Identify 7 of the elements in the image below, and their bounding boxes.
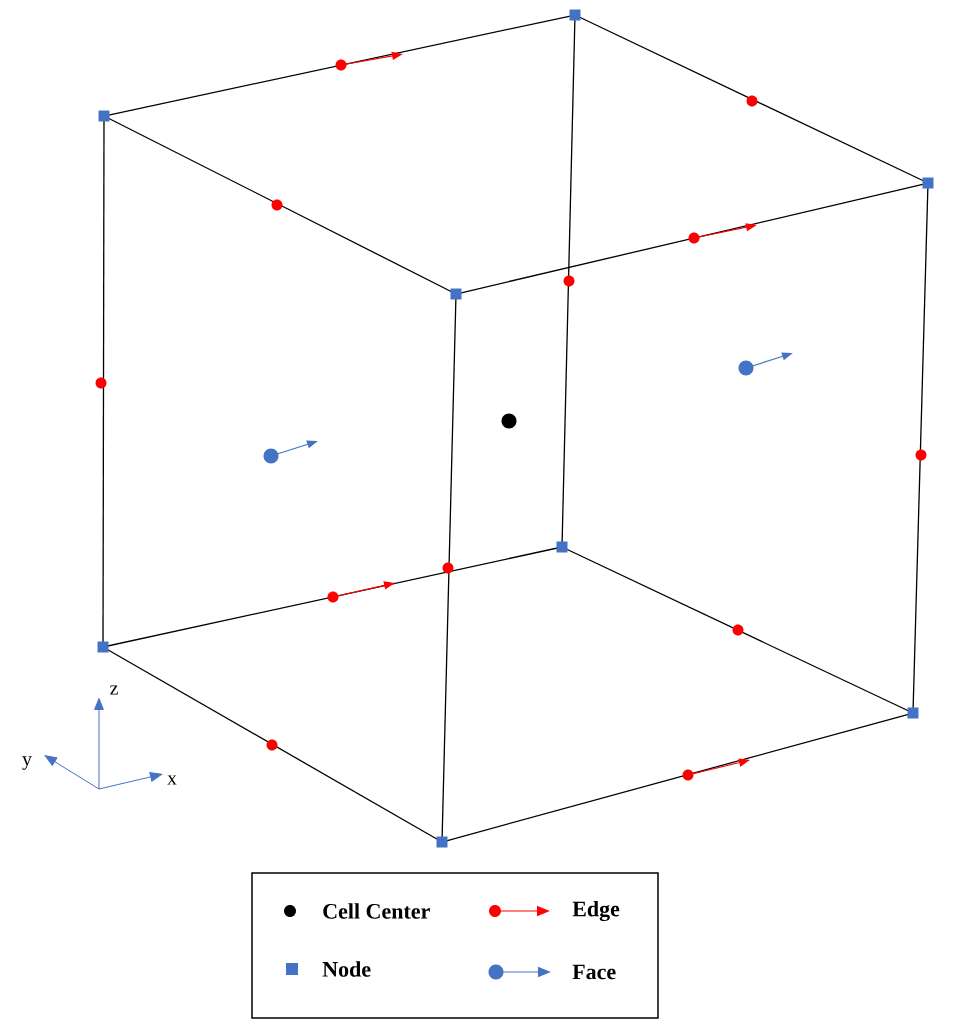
axis-label: y — [22, 756, 32, 770]
legend-label: Face — [572, 964, 616, 980]
axis-label: z — [110, 685, 118, 695]
legend-label: Cell Center — [323, 903, 430, 919]
legend-label: Node — [322, 961, 371, 977]
axis-label: x — [167, 775, 177, 785]
legend-label: Edge — [572, 900, 620, 922]
